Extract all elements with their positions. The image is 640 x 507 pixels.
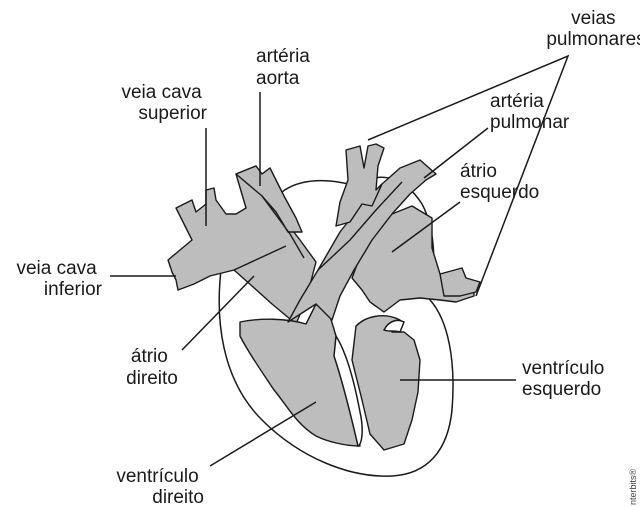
label-ventriculo-direito: ventrículo direito — [116, 466, 204, 507]
label-atrio-esquerdo: átrio esquerdo — [460, 161, 539, 203]
label-veia-cava-inferior: veia cava inferior — [16, 258, 102, 300]
credit-watermark: nterbits® — [628, 468, 638, 505]
label-veias-pulmonares: veias pulmonares — [546, 8, 640, 50]
label-atrio-direito: átrio direito — [126, 346, 178, 389]
label-veia-cava-superior: veia cava superior — [121, 82, 207, 124]
label-arteria-aorta: artéria aorta — [256, 46, 315, 89]
pulmonary-veins-right — [440, 268, 480, 296]
label-arteria-pulmonar: artéria pulmonar — [490, 91, 570, 133]
label-ventriculo-esquerdo: ventrículo esquerdo — [522, 358, 610, 400]
